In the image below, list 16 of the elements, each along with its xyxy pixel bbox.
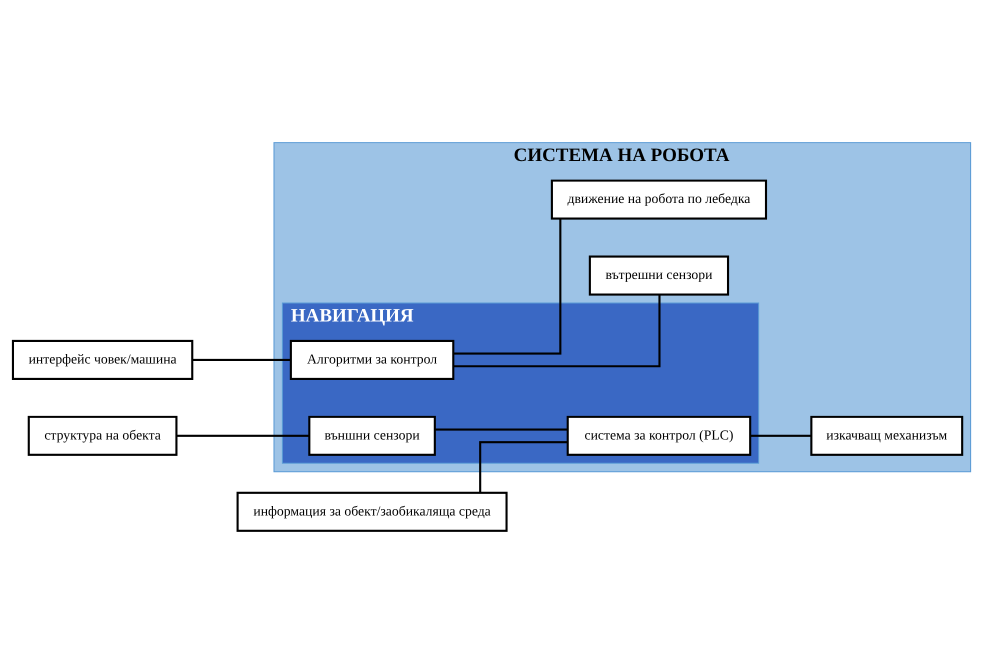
node-box: структура на обекта <box>28 415 178 456</box>
connector <box>192 358 290 360</box>
node-box: система за контрол (PLC) <box>566 415 752 456</box>
node-box: интерфейс човек/машина <box>12 339 194 380</box>
connector <box>435 428 568 430</box>
connector <box>454 294 661 367</box>
connector <box>454 218 562 354</box>
node-box: вътрешни сензори <box>588 255 730 296</box>
connector <box>479 440 568 492</box>
connector <box>750 434 812 436</box>
node-box: Алгоритми за контрол <box>290 339 454 380</box>
node-box: движение на робота по лебедка <box>550 179 768 220</box>
connector <box>176 434 310 436</box>
node-box: изкачващ механизъм <box>810 415 964 456</box>
node-box: информация за обект/заобикаляща среда <box>236 491 508 532</box>
node-box: външни сензори <box>308 415 436 456</box>
